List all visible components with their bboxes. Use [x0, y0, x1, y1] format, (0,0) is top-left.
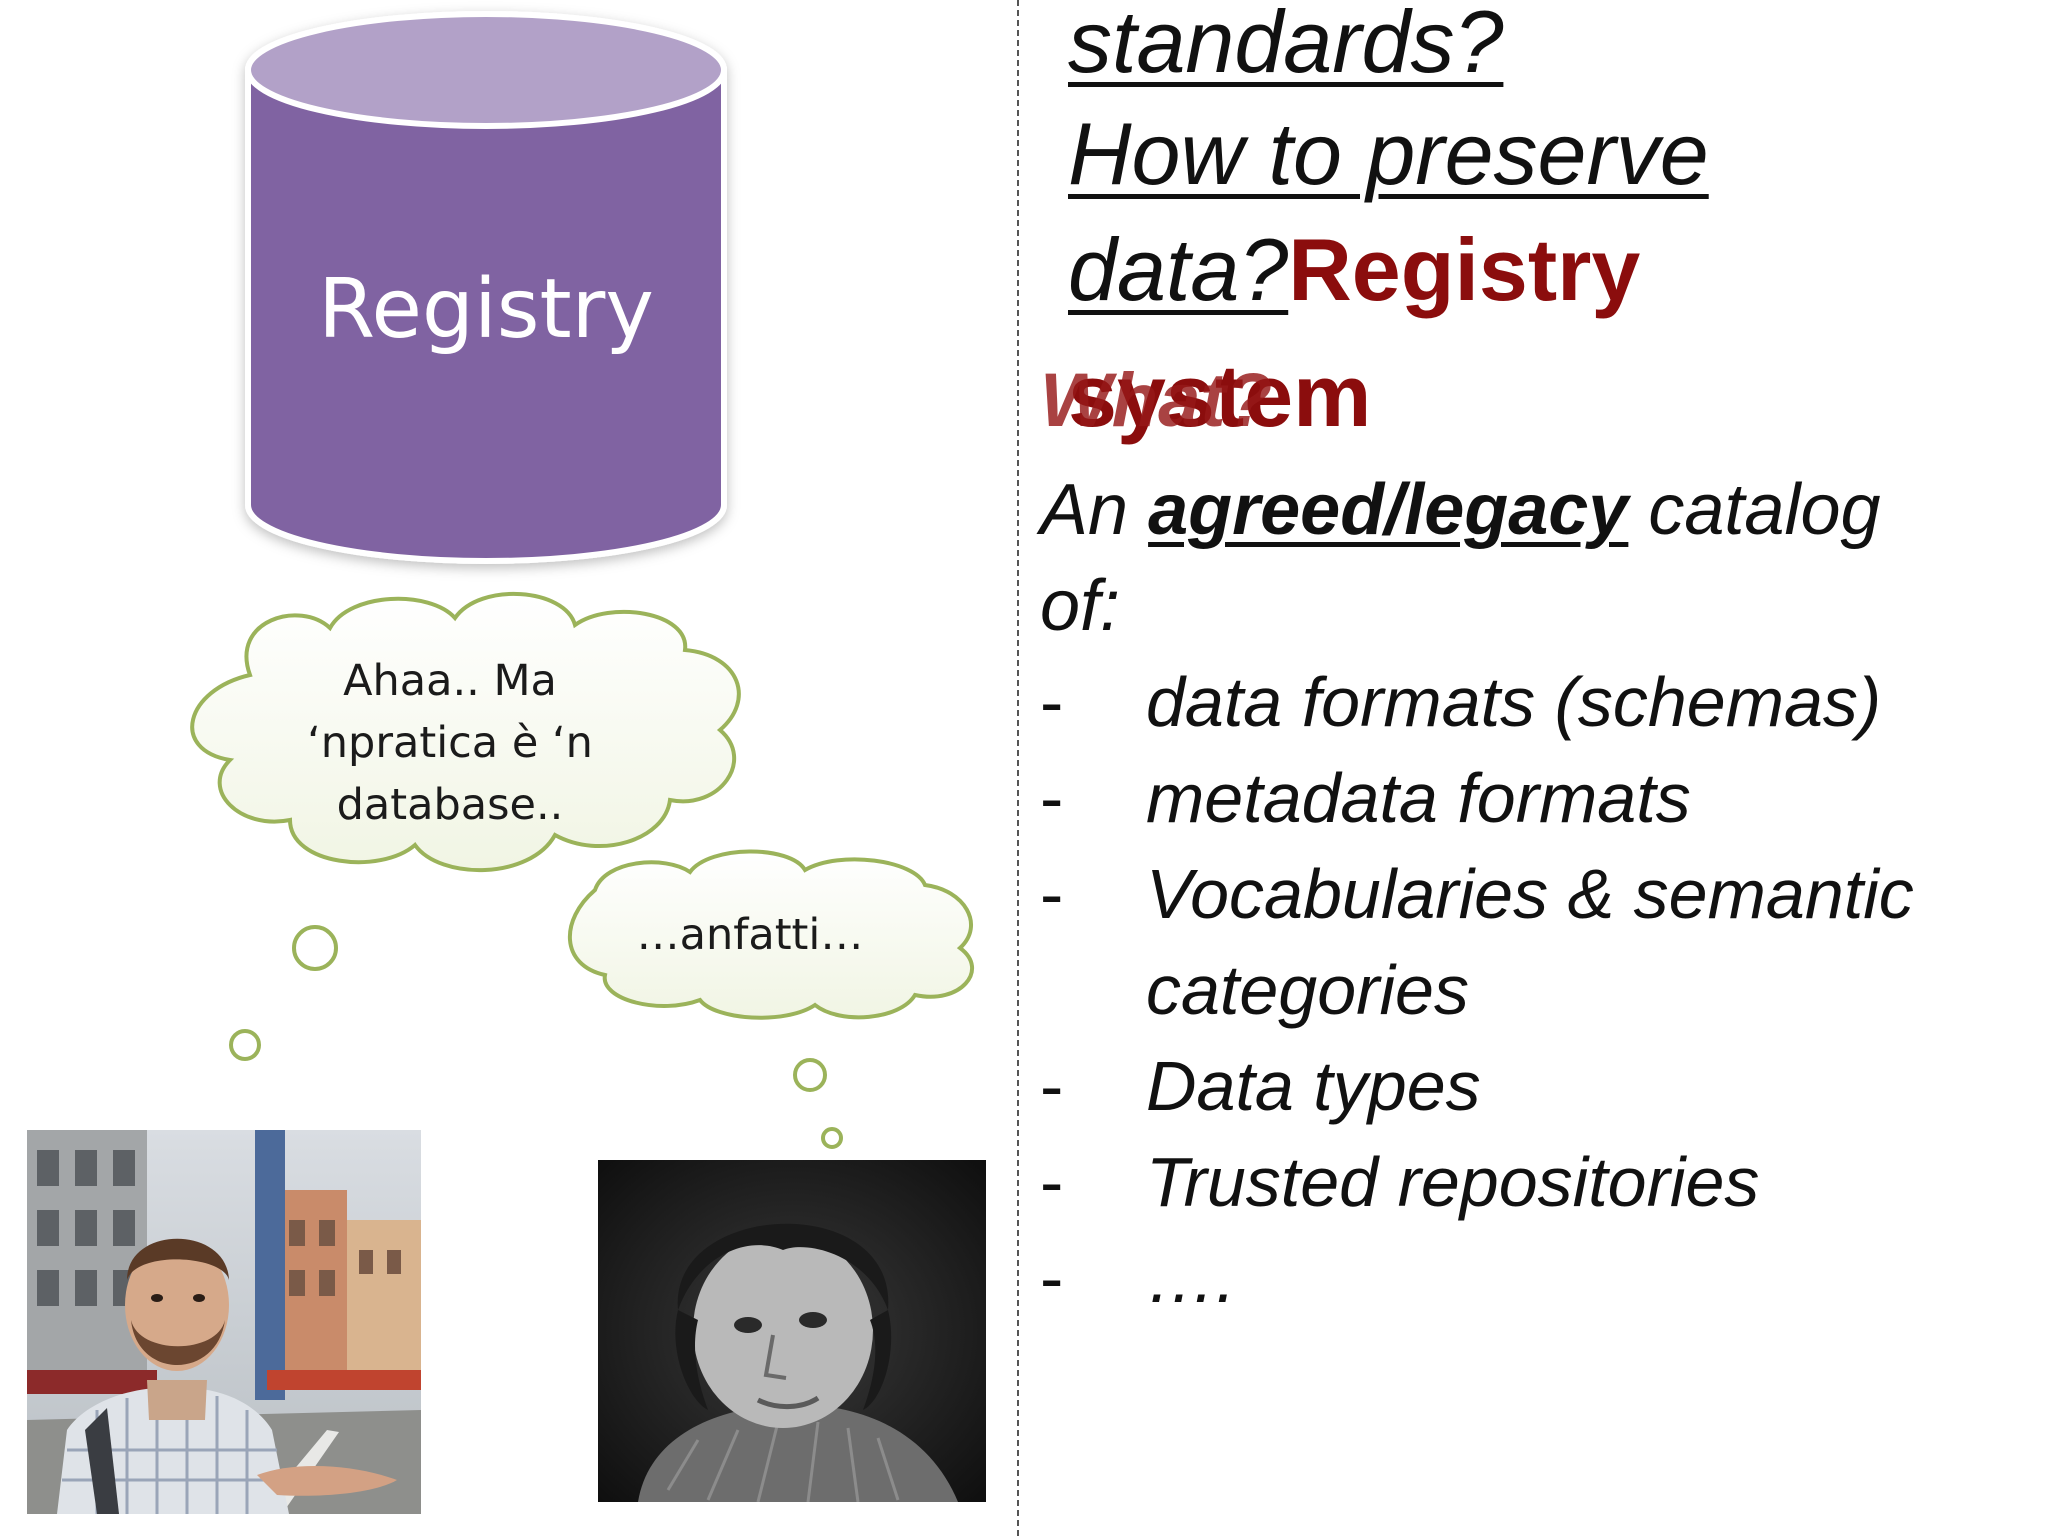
- list-item-text: data formats (schemas): [1146, 663, 1882, 741]
- list-item: - Data types: [1040, 1038, 1914, 1134]
- list-item-text: Data types: [1146, 1047, 1481, 1125]
- list-dash: -: [1040, 1143, 1064, 1221]
- title-registry: Registry: [1288, 220, 1641, 319]
- bubble1-line: Ahaa.. Ma: [343, 656, 557, 706]
- bubble1-line: ‘npratica è ‘n: [307, 718, 593, 768]
- cylinder-label: Registry: [318, 262, 654, 357]
- list-item-text: metadata formats: [1146, 759, 1691, 837]
- list-item-text: Vocabularies & semantic: [1146, 855, 1914, 933]
- vertical-divider: [1017, 0, 1019, 1536]
- catalog-description: An agreed/legacy catalog of:: [1040, 462, 1881, 654]
- list-dash: -: [1040, 1239, 1064, 1317]
- photo-man-illustration: [27, 1130, 421, 1514]
- list-item-continuation: categories: [1040, 942, 1914, 1038]
- description-suffix: catalog: [1628, 470, 1881, 550]
- thought-cloud-1-shape: [190, 591, 741, 1061]
- description-emphasis: agreed/legacy: [1148, 470, 1629, 550]
- list-dash: -: [1040, 663, 1064, 741]
- description-line-1: An agreed/legacy catalog: [1040, 462, 1881, 558]
- list-item-text: Trusted repositories: [1146, 1143, 1760, 1221]
- bubble1-line: database..: [336, 780, 564, 830]
- question-line-1: standards?: [1068, 0, 1503, 92]
- catalog-list: - data formats (schemas) - metadata format…: [1040, 654, 1914, 1326]
- thought-bubble-2-text: …anfatti…: [636, 910, 864, 960]
- question-line-1-text: standards?: [1068, 0, 1504, 91]
- what-heading: What?: [1040, 358, 1273, 443]
- database-cylinder-icon: [245, 11, 727, 564]
- question-line-2: How to preserve: [1068, 104, 1709, 204]
- question-line-3: data?Registry: [1068, 220, 1640, 320]
- list-dash: -: [1040, 855, 1064, 933]
- thought-bubble-1-text: Ahaa.. Ma ‘npratica è ‘n database..: [300, 650, 600, 836]
- description-line-2: of:: [1040, 566, 1121, 646]
- list-item: - Trusted repositories: [1040, 1134, 1914, 1230]
- list-dash: -: [1040, 759, 1064, 837]
- question-line-3-text: data?: [1068, 220, 1289, 319]
- question-line-2-text: How to preserve: [1068, 104, 1709, 203]
- description-prefix: An: [1040, 470, 1149, 550]
- title-system: system: [1068, 346, 1372, 445]
- list-item-text: categories: [1146, 951, 1469, 1029]
- list-item-text: ….: [1146, 1239, 1236, 1317]
- list-item: - ….: [1040, 1230, 1914, 1326]
- photo-portrait-illustration: [598, 1160, 986, 1502]
- left-illustration: [190, 11, 974, 1149]
- list-item: - data formats (schemas): [1040, 654, 1914, 750]
- photo-man-on-street: [27, 1130, 421, 1514]
- list-item: - metadata formats: [1040, 750, 1914, 846]
- list-dash: -: [1040, 1047, 1064, 1125]
- list-item: - Vocabularies & semantic: [1040, 846, 1914, 942]
- thought-cloud-2-shape: [568, 849, 974, 1149]
- photo-bw-portrait: [598, 1160, 986, 1502]
